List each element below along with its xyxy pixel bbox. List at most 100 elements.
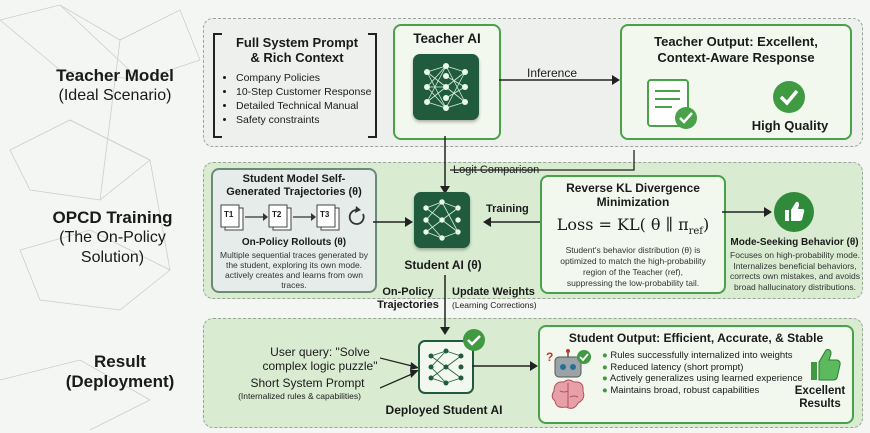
row-label-result: Result (Deployment) [40,352,200,392]
desc-line: Student's behavior distribution (θ) is [565,245,701,255]
check-circle-icon [773,81,805,113]
context-title: Full System Prompt & Rich Context [222,35,372,65]
list-item: 10-Step Customer Response [236,85,372,99]
row-label-opcd: OPCD Training (The On-Policy Solution) [20,208,205,268]
context-box: Full System Prompt & Rich Context Compan… [222,35,372,127]
high-quality-label: High Quality [751,118,829,133]
small-check-icon [577,350,591,364]
excellent-results: Excellent Results [788,385,852,411]
trace-label: T1 [224,210,234,219]
list-item: Company Policies [236,71,372,85]
training-label: Training [486,203,529,215]
row-label-teacher: Teacher Model (Ideal Scenario) [30,66,200,106]
student-neural-network-icon [414,192,470,248]
loss-formula: Loss = KL( θ ∥ πref) [542,215,724,237]
short-prompt-sub: (Internalized rules & capabilities) [238,391,361,401]
list-item: ● Actively generalizes using learned exp… [602,373,803,384]
student-output-card: Student Output: Efficient, Accurate, & S… [538,325,854,424]
desc-line: optimized to match the high-probability [560,256,706,266]
list-item: Safety constraints [236,113,372,127]
list-item: ● Maintains broad, robust capabilities [602,384,760,396]
list-item-text: Rules successfully internalized into wei… [610,350,793,361]
deployed-neural-network-icon [418,340,474,394]
robot-brain-icon: ? [546,349,585,409]
trace-sequence [220,204,365,231]
kl-divergence-card: Reverse KL Divergence Minimization Loss … [540,175,726,294]
trajectories-to-student-arrow [373,217,413,227]
context-brackets [213,33,377,138]
list-item-text: Actively generalizes using learned exper… [609,373,803,384]
inputs-to-deployed-arrows [380,357,419,389]
output-title-line: Teacher Output: Excellent, [654,34,818,49]
logit-line [450,150,635,171]
teacher-ai-label: Teacher AI [413,31,481,46]
document-check-icon [647,79,697,129]
rollouts-description: Multiple sequential traces generated by … [220,250,368,290]
trajectories-title: Student Model Self- Generated Trajectori… [213,173,375,199]
training-arrow [483,217,541,227]
row-subtitle: (Deployment) [65,372,175,391]
update-weights-sub: (Learning Corrections) [452,300,537,310]
neural-network-icon [413,54,479,120]
student-to-deployed-arrow [440,275,450,335]
thumbs-up-icon [811,349,841,381]
trace-label: T3 [320,210,330,219]
trace-label: T2 [272,210,282,219]
list-item: Detailed Technical Manual [236,99,372,113]
output-title-line: Context-Aware Response [657,50,815,65]
loss-formula-main: Loss = KL( θ ∥ π [556,215,689,234]
update-weights-label: Update Weights [452,286,535,298]
teacher-to-student-arrow [440,136,450,194]
mode-seeking-title: Mode-Seeking Behavior (θ) [730,237,859,248]
title-line: Minimization [596,195,670,209]
row-subtitle: Solution) [80,249,145,266]
title-line: Reverse KL Divergence [566,181,700,195]
title-line: Student Model Self- [242,173,346,185]
context-list: Company Policies 10-Step Customer Respon… [222,71,372,127]
row-title: Teacher Model [56,66,174,85]
short-system-prompt: Short System Prompt [250,376,365,390]
svg-text:?: ? [546,350,553,364]
context-title-line: Full System Prompt [235,35,359,50]
title-line: Generated Trajectories (θ) [226,186,362,198]
label-line: Results [799,398,841,410]
context-title-line: & Rich Context [250,50,344,65]
row-title: OPCD Training [52,208,173,227]
label-line: Trajectories [377,299,439,311]
inference-label: Inference [527,66,578,80]
mode-seeking-description: Focuses on high-probability mode. Intern… [730,250,860,292]
list-item: ● Reduced latency (short prompt) [602,361,744,373]
rollouts-title: On-Policy Rollouts (θ) [241,237,347,248]
loss-formula-close: ) [703,215,710,234]
desc-line: region of the Teacher (ref), [582,267,683,277]
kl-to-mode-arrow [722,207,772,217]
deployed-student-label: Deployed Student AI [385,403,503,417]
label-line: Excellent [794,385,846,397]
teacher-output-card: Teacher Output: Excellent, Context-Aware… [620,24,852,140]
list-item: ● Rules successfully internalized into w… [602,350,793,361]
row-subtitle: (The On-Policy [59,229,166,246]
list-item-text: Maintains broad, robust capabilities [610,384,760,396]
student-output-list: ● Rules successfully internalized into w… [592,350,812,396]
list-item-text: Reduced latency (short prompt) [610,361,744,373]
teacher-ai-card: Teacher AI [393,24,501,140]
deployed-check-icon [463,329,485,351]
label-line: On-Policy [382,286,434,298]
kl-description: Student's behavior distribution (θ) is o… [544,245,722,289]
inference-arrow [499,75,620,85]
loss-formula-sub: ref [688,226,704,238]
deployed-to-output-arrow [472,361,538,371]
query-line: complex logic puzzle" [262,359,378,373]
on-policy-label: On-Policy Trajectories [373,286,443,312]
teacher-output-title: Teacher Output: Excellent, Context-Aware… [622,34,850,66]
desc-line: suppressing the low-probability tail. [566,278,700,288]
user-query: User query: "Solve complex logic puzzle" [255,345,385,373]
row-title: Result [94,352,146,371]
row-subtitle: (Ideal Scenario) [58,87,172,104]
query-line: User query: "Solve [270,345,370,359]
trajectories-card: Student Model Self- Generated Trajectori… [211,168,377,293]
student-ai-label: Student AI (θ) [404,258,482,272]
kl-title: Reverse KL Divergence Minimization [542,181,724,209]
thumbs-up-icon [774,192,814,232]
